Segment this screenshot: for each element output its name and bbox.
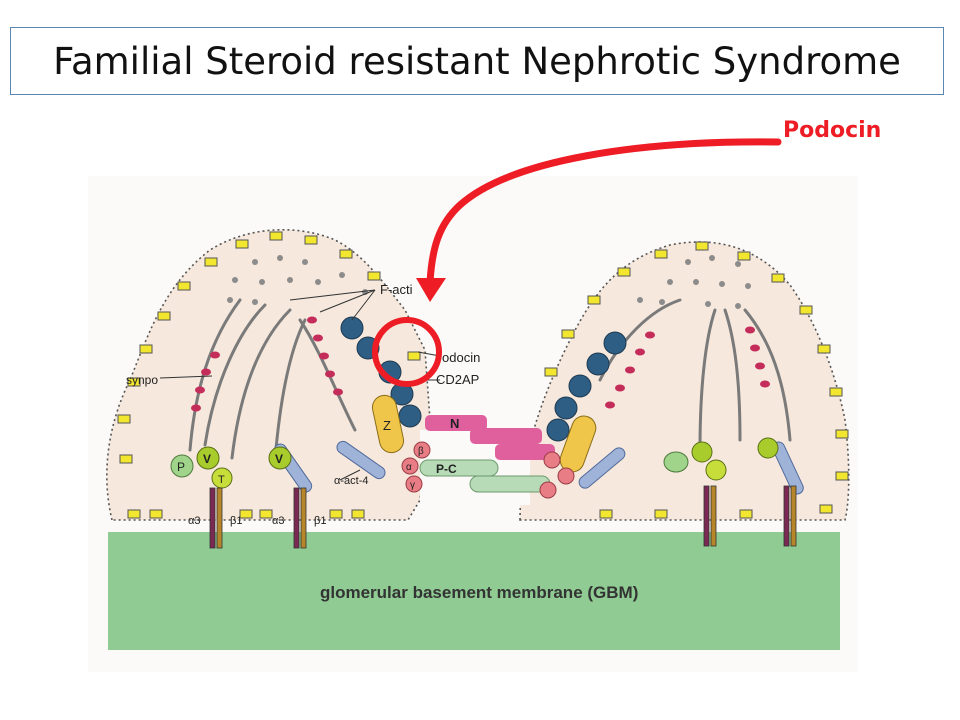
vinculin-circle-left — [196, 446, 220, 470]
paxillin-circle — [170, 454, 194, 478]
gbm-label: glomerular basement membrane (GBM) — [320, 583, 638, 602]
p-cadherin-strands — [419, 459, 551, 493]
left-membrane-dots — [117, 231, 421, 519]
alpha3-label-mid: α3 — [272, 515, 284, 527]
paxillin-label: P — [177, 460, 185, 474]
podocin-highlight-circle — [372, 317, 442, 387]
gbm-layer — [108, 532, 840, 650]
zo1-label: Z — [383, 418, 391, 433]
integrin-complex-right — [663, 437, 779, 481]
right-membrane-dots — [544, 241, 849, 519]
actin-fibers — [188, 298, 792, 462]
synaptopodin-chain-left — [191, 316, 343, 412]
f-actin-label: F-acti — [380, 282, 413, 297]
catenins-right — [539, 451, 575, 499]
vinculin-label-mid: V — [275, 452, 283, 466]
podocin-label: odocin — [442, 350, 480, 365]
p-cadherin-label: P-C — [436, 462, 457, 476]
zo1-left — [371, 394, 405, 454]
gamma-catenin-label: γ — [410, 480, 415, 491]
cd2ap-label: CD2AP — [436, 372, 479, 387]
beta1-label-left: β1 — [230, 515, 242, 527]
title-box: Familial Steroid resistant Nephrotic Syn… — [10, 27, 944, 95]
vinculin-label-left: V — [203, 452, 211, 466]
catenins-left — [401, 441, 431, 493]
slide-title: Familial Steroid resistant Nephrotic Syn… — [53, 39, 901, 83]
alpha-catenin-label: α — [406, 462, 412, 473]
podocin-arrowhead — [416, 278, 446, 302]
beta1-label-mid: β1 — [314, 515, 326, 527]
leader-lines — [159, 289, 441, 481]
integrin-bars — [209, 485, 797, 549]
synaptopodin-chain-right — [605, 326, 770, 409]
talin-label: T — [218, 474, 225, 486]
synpo-label: synpo — [126, 373, 158, 387]
beta-catenin-label: β — [418, 446, 424, 457]
alpha-actinin-4-label: α-act-4 — [334, 475, 368, 487]
cd2ap-complex-right — [546, 331, 627, 442]
nephrin-label: N — [450, 416, 459, 431]
vinculin-circle-mid — [268, 446, 292, 470]
alpha3-label-left: α3 — [188, 515, 200, 527]
actin-dots — [227, 255, 751, 309]
podocin-callout-arrow — [426, 138, 782, 286]
podocin-callout-label: Podocin — [783, 118, 882, 143]
nephrin-strands — [425, 415, 555, 460]
